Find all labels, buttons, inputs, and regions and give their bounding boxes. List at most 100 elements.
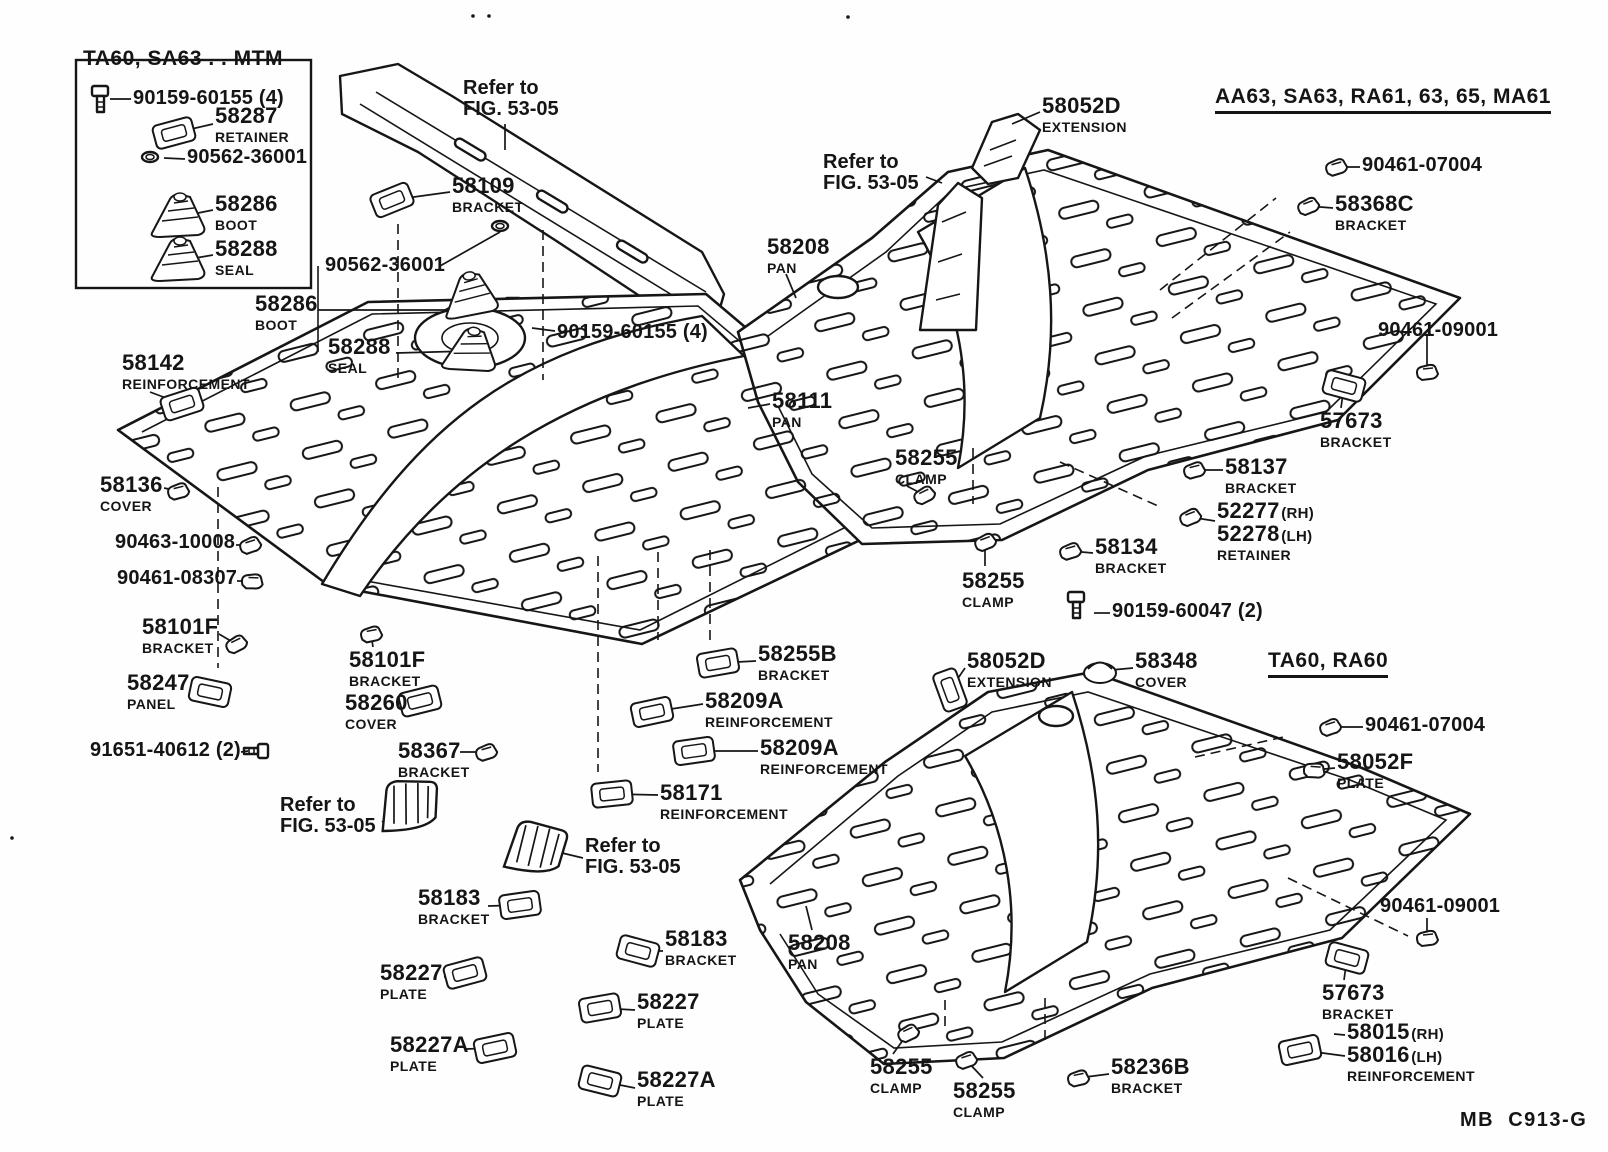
label-90461-08307-text: 90461-08307 — [117, 567, 238, 589]
label-58183-a-text: BRACKET — [418, 910, 490, 927]
label-57673-a-text: 57673 — [1320, 408, 1383, 433]
label-58255-d-text: 58255 — [953, 1078, 1016, 1103]
label-58288-b-text: 58288 — [328, 334, 391, 359]
clip-part-glyph — [166, 481, 192, 502]
clip-part-glyph — [1317, 716, 1344, 738]
label-58286-a-text: 58286 — [215, 191, 278, 216]
label-57673-b-text: 57673 — [1322, 980, 1385, 1005]
label-58227A-b-text: PLATE — [637, 1092, 685, 1109]
label-90461-08307: 90461-08307 — [117, 568, 237, 589]
inset-group-title: TA60, SA63 . . MTM — [83, 48, 283, 70]
label-58052F-text: PLATE — [1337, 774, 1385, 791]
label-90562-36001-a: 90562-36001 — [187, 147, 307, 168]
plate-part-glyph — [150, 115, 198, 151]
label-90159-60155-a-text: 90159-60155 (4) — [133, 87, 284, 109]
plate-part-glyph — [695, 646, 741, 680]
boot-part-glyph — [150, 192, 206, 238]
label-58134-text: BRACKET — [1095, 559, 1167, 576]
label-refer-fig-3-text: Refer to — [280, 794, 356, 816]
label-refer-fig-4-text: Refer to — [585, 835, 661, 857]
section-header-ta60-ra60: TA60, RA60 — [1268, 650, 1389, 678]
plate-part-glyph — [614, 933, 662, 969]
label-58236B-text: BRACKET — [1111, 1079, 1183, 1096]
label-58142-text: 58142 — [122, 350, 185, 375]
label-refer-fig-4-text: FIG. 53-05 — [585, 855, 681, 878]
label-58209A-b-text: 58209A — [760, 735, 839, 760]
print-dot — [846, 15, 850, 19]
label-52277-52278-text: RETAINER — [1217, 546, 1292, 563]
plate-part-glyph — [671, 735, 717, 767]
label-58367-text: 58367 — [398, 738, 461, 763]
label-58183-a-text: 58183 — [418, 885, 481, 910]
label-58208-b-text: PAN — [788, 955, 818, 972]
plate-part-glyph — [497, 889, 543, 921]
label-refer-fig-1-text: Refer to — [463, 77, 539, 99]
shield-part-glyph — [502, 817, 570, 877]
label-58136-text: 58136 — [100, 472, 163, 497]
label-58101F-b-text: BRACKET — [349, 672, 421, 689]
clip-part-glyph — [239, 571, 265, 592]
inset-group-title-text: TA60, SA63 . . MTM — [83, 47, 283, 70]
label-58227-b-text: PLATE — [637, 1014, 685, 1031]
label-52277-52278-text: 52278 (LH) — [1217, 520, 1313, 546]
label-58208-a-text: PAN — [767, 259, 797, 276]
clip-part-glyph — [473, 742, 500, 763]
clip-part-glyph — [1416, 929, 1439, 947]
label-58183-b-text: BRACKET — [665, 951, 737, 968]
label-58209A-a-text: 58209A — [705, 688, 784, 713]
label-58137-text: 58137 — [1225, 454, 1288, 479]
shield-part-glyph — [376, 775, 443, 834]
label-58247-text: 58247 — [127, 670, 190, 695]
label-58247-text: PANEL — [127, 695, 176, 712]
clip-part-glyph — [1416, 363, 1439, 381]
label-58137-text: BRACKET — [1225, 479, 1297, 496]
nut-icon — [490, 219, 510, 233]
label-58368C-text: 58368C — [1335, 191, 1414, 216]
label-58015-58016: 58015 (RH)58016 (LH)REINFORCEMENT — [1347, 1020, 1475, 1083]
label-58286-b-text: 58286 — [255, 291, 318, 316]
label-58101F-b-text: 58101F — [349, 647, 426, 672]
plate-part-glyph — [628, 695, 676, 729]
floor-pan-rear-upper — [736, 112, 1462, 546]
label-90562-36001-b-text: 90562-36001 — [325, 254, 446, 276]
section-header-ta60-text: TA60, RA60 — [1268, 650, 1389, 678]
label-refer-fig-1-text: FIG. 53-05 — [463, 97, 559, 120]
label-90461-07004-a-text: 90461-07004 — [1362, 154, 1483, 176]
label-refer-fig-2-text: Refer to — [823, 151, 899, 173]
label-58171-text: REINFORCEMENT — [660, 805, 788, 822]
section-header-aa63-text: AA63, SA63, RA61, 63, 65, MA61 — [1215, 86, 1551, 114]
label-refer-fig-2-text: FIG. 53-05 — [823, 171, 919, 194]
label-refer-fig-3-text: FIG. 53-05 — [280, 814, 376, 837]
bolt-icon — [90, 84, 110, 114]
projection-lines — [217, 197, 1409, 1040]
label-58227-a-text: PLATE — [380, 985, 428, 1002]
nut-icon — [140, 150, 160, 164]
clip-part-glyph — [1182, 460, 1208, 481]
label-58255-c-text: CLAMP — [870, 1079, 923, 1096]
label-58255B-text: 58255B — [758, 641, 837, 666]
label-58209A-a-text: REINFORCEMENT — [705, 713, 833, 730]
label-58286-b-text: BOOT — [255, 316, 298, 333]
floor-pan-rear-lower — [738, 670, 1472, 1066]
print-dot — [487, 14, 491, 18]
label-58227A-b-text: 58227A — [637, 1067, 716, 1092]
